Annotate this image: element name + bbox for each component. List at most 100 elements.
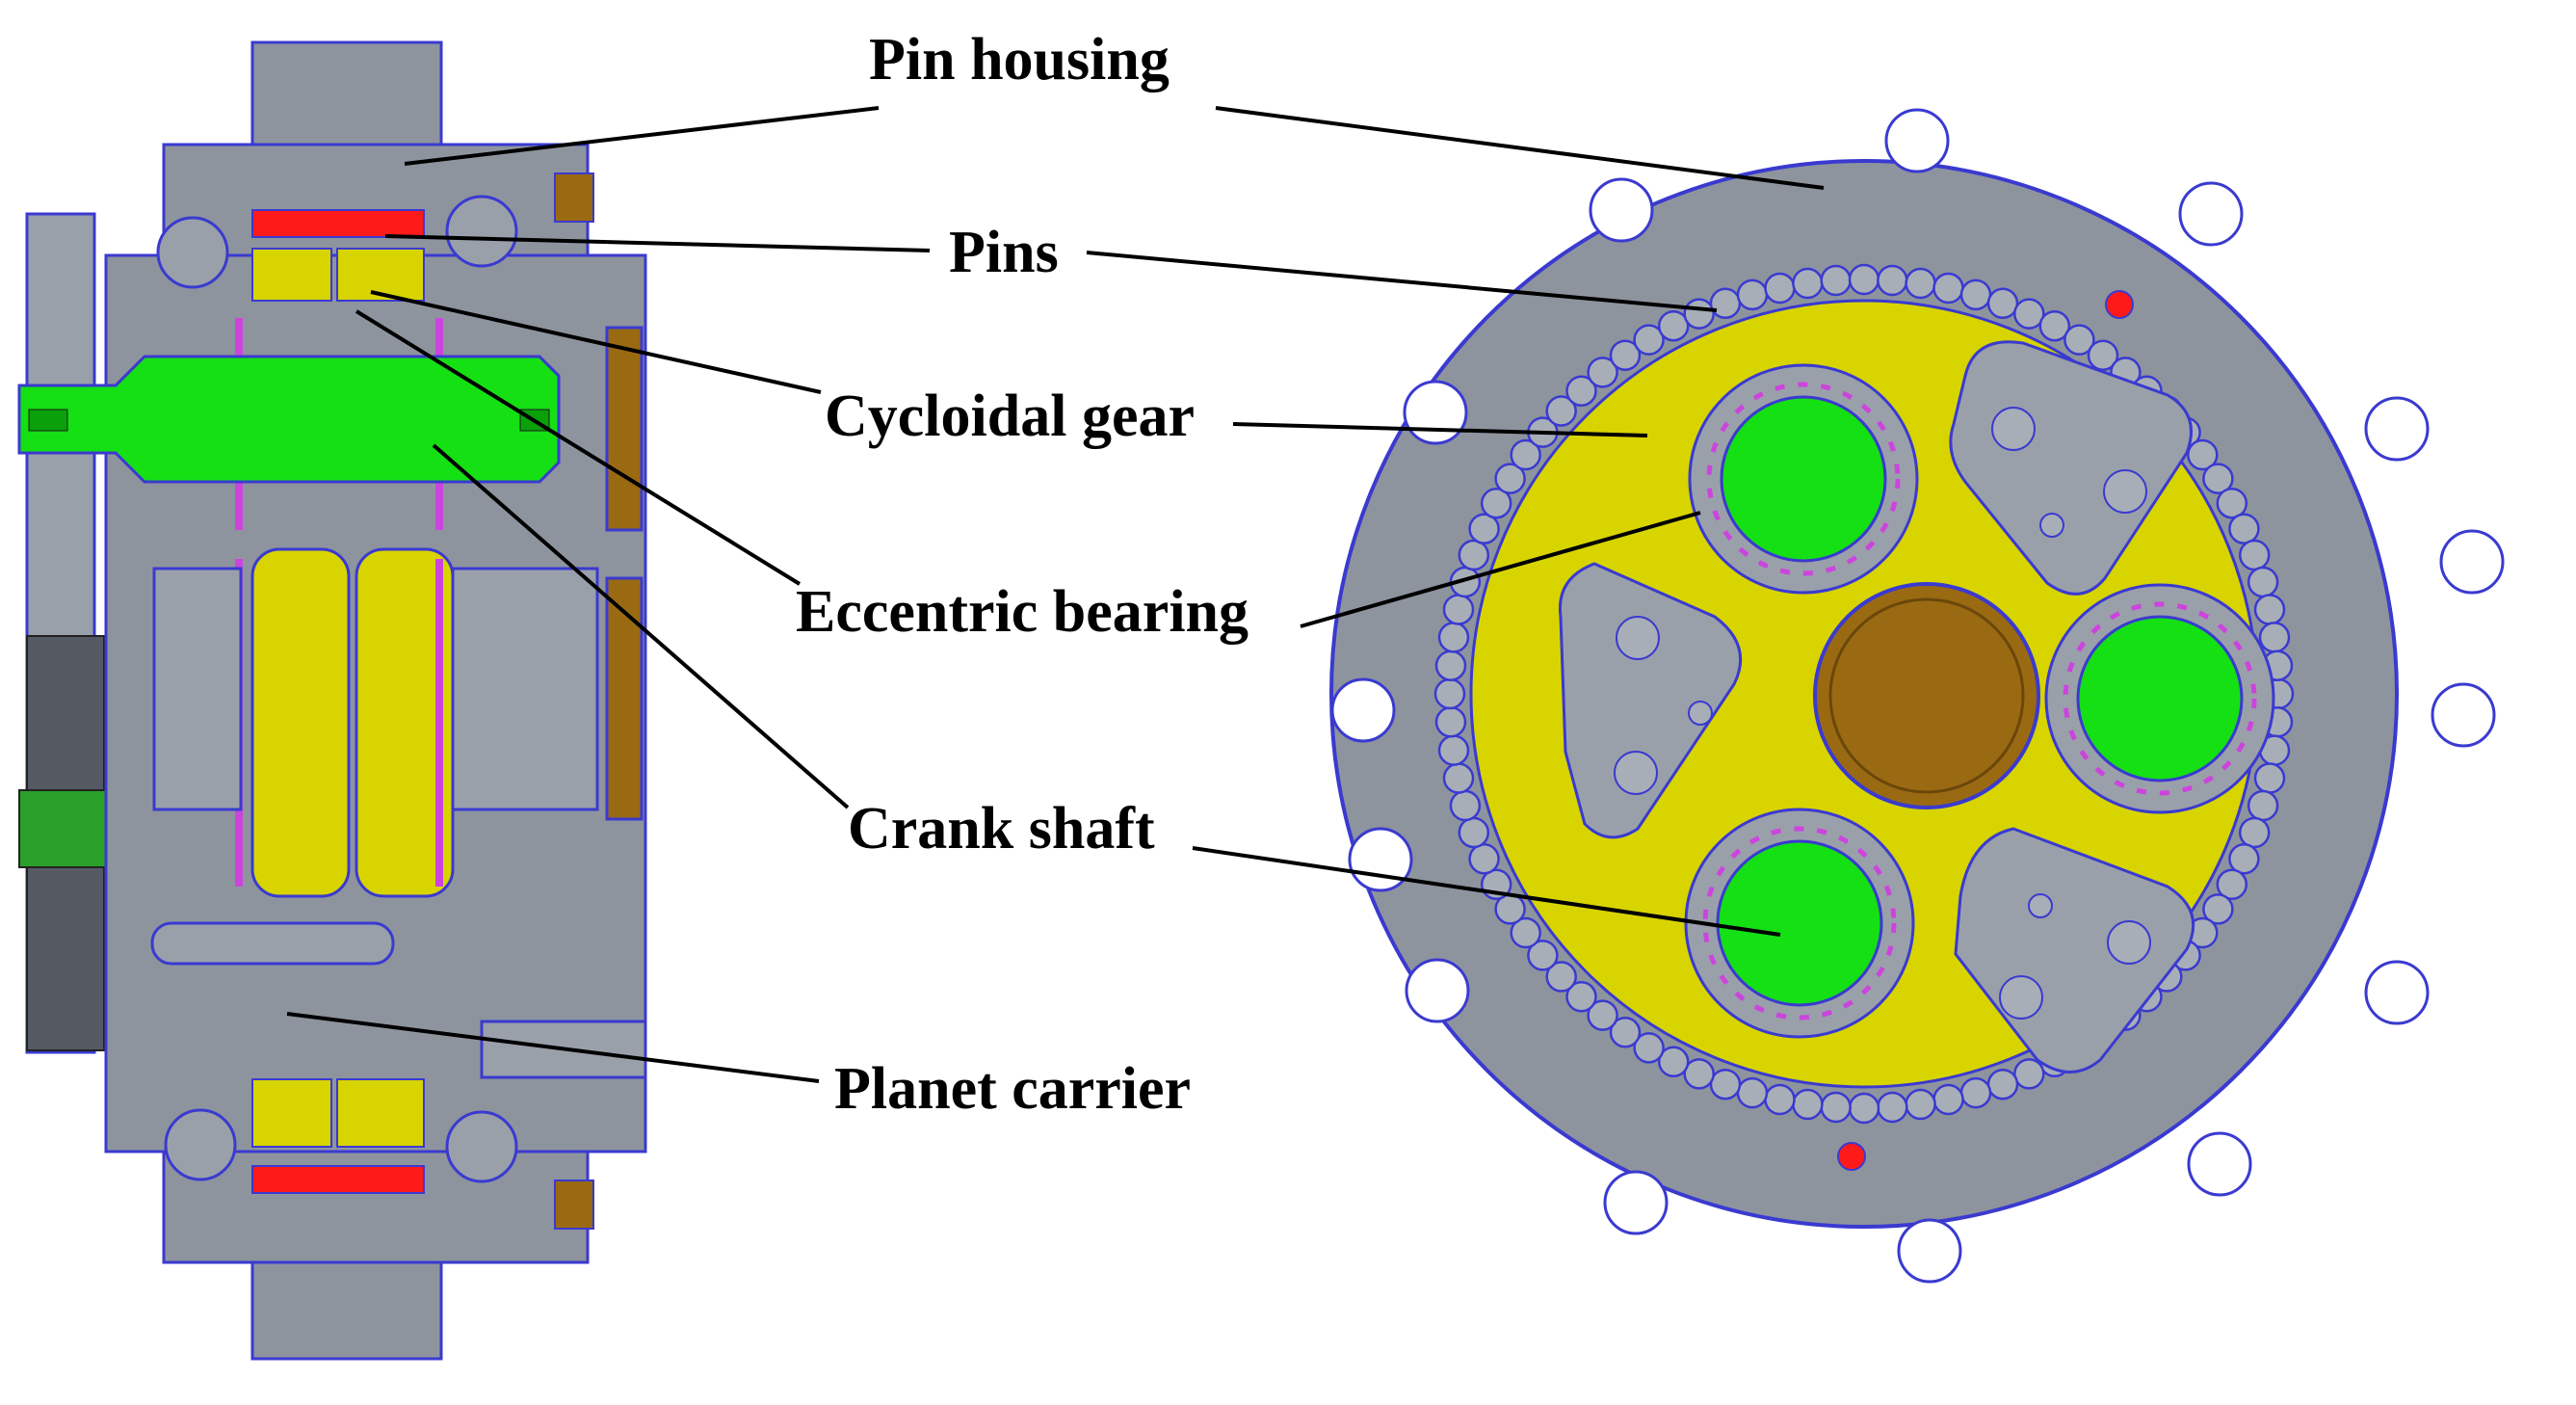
leader-crank-shaft-left bbox=[432, 443, 850, 809]
front-pin bbox=[2253, 762, 2286, 794]
front-pin bbox=[1609, 1017, 1642, 1048]
front-crank-shaft-3 bbox=[1716, 839, 1883, 1007]
front-pin bbox=[1587, 999, 1618, 1031]
front-pin bbox=[2228, 843, 2260, 875]
front-pin bbox=[1458, 816, 1490, 849]
front-pin bbox=[1848, 263, 1880, 296]
leader-eccentric-bearing-left bbox=[355, 309, 802, 586]
side-seal-right-1 bbox=[605, 326, 644, 532]
side-pin-top bbox=[251, 209, 425, 238]
labels: Pin housing Pins Cycloidal gear Eccentri… bbox=[796, 27, 1249, 1122]
front-pin bbox=[2038, 309, 2071, 342]
front-crank-shaft-2 bbox=[2076, 615, 2244, 782]
front-pin bbox=[1877, 264, 1908, 297]
front-pin bbox=[1565, 375, 1597, 407]
side-crank-shaft bbox=[17, 355, 561, 484]
front-pin bbox=[1545, 961, 1577, 993]
front-center-bore bbox=[1813, 582, 2040, 809]
front-pin bbox=[1986, 1068, 2019, 1100]
front-crank-shaft-1 bbox=[1720, 395, 1887, 563]
front-pin bbox=[1709, 1068, 1742, 1100]
front-pin bbox=[1458, 539, 1490, 571]
front-pin bbox=[2202, 893, 2234, 925]
front-pin bbox=[2187, 438, 2219, 471]
label-cycloidal-gear: Cycloidal gear bbox=[825, 384, 1195, 449]
front-pin bbox=[1959, 278, 1992, 311]
front-pin bbox=[2216, 868, 2248, 901]
front-pin bbox=[1657, 1046, 1690, 1078]
front-view bbox=[1329, 108, 2505, 1284]
front-pin bbox=[1959, 1076, 1992, 1109]
front-pin bbox=[1792, 267, 1824, 300]
front-pin bbox=[1932, 272, 1964, 305]
leader-cycloidal-gear-left bbox=[370, 290, 822, 394]
front-pin bbox=[1510, 438, 1541, 471]
front-pin bbox=[1609, 339, 1642, 371]
front-pin bbox=[1510, 916, 1541, 949]
leader-pin-housing-right bbox=[1215, 106, 1825, 190]
front-pin bbox=[1792, 1088, 1824, 1121]
leader-planet-carrier bbox=[286, 1012, 820, 1083]
front-pin bbox=[1433, 677, 1466, 710]
leader-crank-shaft-right bbox=[1192, 846, 1781, 937]
front-pin bbox=[2238, 539, 2271, 571]
front-pin bbox=[2228, 513, 2260, 544]
front-pin bbox=[1905, 1088, 1936, 1121]
front-carrier-lobes bbox=[1558, 340, 2195, 1074]
front-pin bbox=[2253, 594, 2286, 625]
side-housing-bottom-flange bbox=[250, 1251, 443, 1361]
front-pin bbox=[1905, 267, 1936, 300]
front-pin bbox=[1848, 1092, 1880, 1125]
front-pin bbox=[1527, 940, 1559, 971]
front-pin bbox=[1986, 287, 2019, 320]
leader-pins-left bbox=[384, 234, 931, 252]
label-crank-shaft: Crank shaft bbox=[848, 796, 1155, 862]
leader-pins-right bbox=[1086, 251, 1718, 312]
front-pin bbox=[1820, 1091, 1852, 1124]
leader-eccentric-bearing-right bbox=[1300, 511, 1701, 628]
side-pin-bottom bbox=[251, 1165, 425, 1194]
front-pin bbox=[1468, 843, 1500, 875]
front-pin bbox=[1633, 1032, 1665, 1064]
front-pin bbox=[2238, 816, 2271, 849]
front-pin bbox=[1545, 395, 1577, 427]
front-pin bbox=[2013, 1058, 2045, 1090]
front-pin bbox=[2247, 789, 2279, 822]
front-pin bbox=[2216, 487, 2248, 519]
front-pin bbox=[1877, 1091, 1908, 1124]
front-pin bbox=[1434, 706, 1467, 738]
side-cycloid-gear-1 bbox=[250, 547, 351, 898]
front-pin bbox=[1764, 272, 1796, 305]
front-pin bbox=[1736, 278, 1769, 311]
front-pin bbox=[1437, 622, 1470, 653]
front-pin bbox=[1587, 357, 1618, 388]
front-red-pin-bottom bbox=[1837, 1142, 1866, 1171]
front-pin bbox=[1434, 649, 1467, 681]
front-pin bbox=[1437, 734, 1470, 766]
label-eccentric-bearing: Eccentric bearing bbox=[796, 579, 1249, 645]
front-pin bbox=[1565, 981, 1597, 1013]
front-pin bbox=[2202, 463, 2234, 494]
front-red-pin-top bbox=[2105, 290, 2134, 319]
front-pin bbox=[1633, 324, 1665, 356]
front-pin bbox=[1683, 298, 1715, 330]
leader-lines bbox=[286, 106, 1825, 1083]
label-planet-carrier: Planet carrier bbox=[834, 1056, 1191, 1122]
label-pins: Pins bbox=[949, 220, 1059, 285]
front-pin bbox=[1442, 762, 1475, 794]
front-pin bbox=[1932, 1083, 1964, 1116]
front-pin bbox=[1736, 1076, 1769, 1109]
front-pin bbox=[1480, 487, 1512, 519]
front-pin bbox=[1442, 594, 1475, 625]
front-pin bbox=[1820, 264, 1852, 297]
front-pin bbox=[2258, 622, 2291, 653]
leader-pin-housing-left bbox=[404, 106, 880, 166]
front-crank-shafts bbox=[1684, 363, 2275, 1039]
front-pin bbox=[2087, 339, 2119, 371]
front-pin bbox=[1657, 309, 1690, 342]
front-bolt-holes bbox=[1330, 108, 2505, 1284]
front-pin bbox=[1494, 463, 1526, 494]
side-seal-right-2 bbox=[605, 576, 644, 821]
front-pin bbox=[1683, 1058, 1715, 1090]
